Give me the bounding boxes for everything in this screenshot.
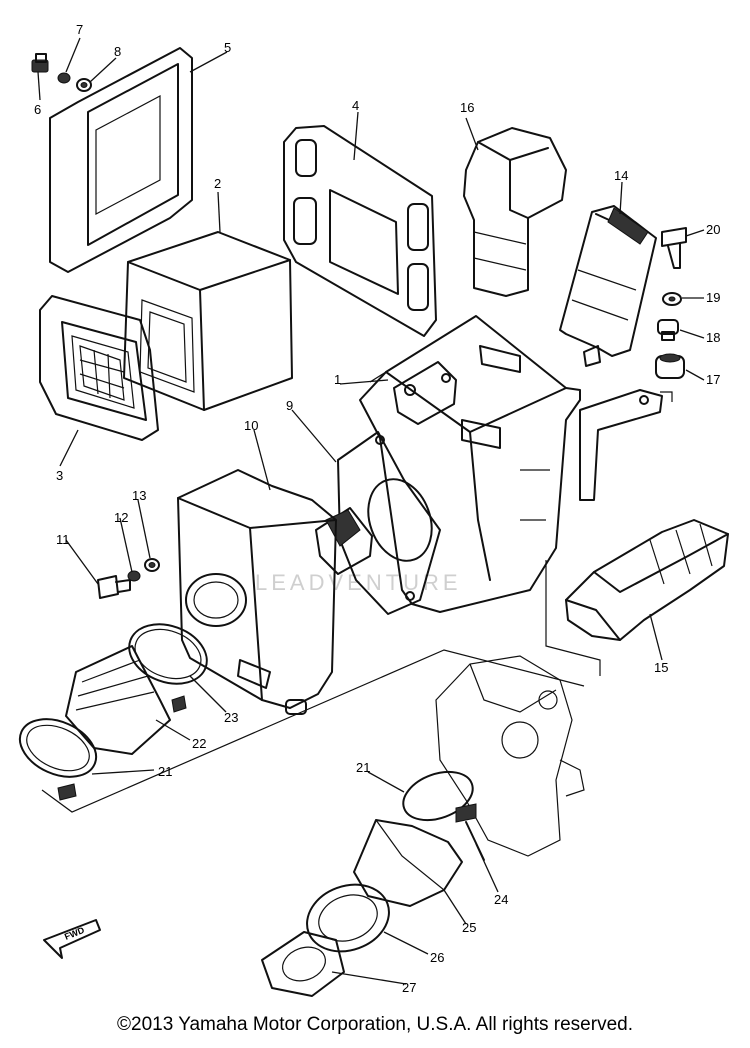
case-screw-and-washers <box>97 558 160 599</box>
assembly-boundary-lines <box>41 371 673 813</box>
air-box-cover <box>49 47 193 273</box>
rubber-joint <box>315 431 441 615</box>
callout-21-lower: 21 <box>356 760 370 775</box>
carburetor-outline <box>435 655 585 857</box>
air-box-gasket <box>283 125 437 337</box>
callout-21-upper: 21 <box>158 764 172 779</box>
callout-24: 24 <box>494 892 508 907</box>
watermark-text: LEADVENTURE <box>255 570 462 595</box>
filter-frame <box>39 295 159 441</box>
callout-14: 14 <box>614 168 628 183</box>
callout-27: 27 <box>402 980 416 995</box>
callout-5: 5 <box>224 40 231 55</box>
callout-23: 23 <box>224 710 238 725</box>
callout-19: 19 <box>706 290 720 305</box>
intake-joint-and-clamps-upper <box>18 623 208 801</box>
callout-25: 25 <box>462 920 476 935</box>
copyright-notice: ©2013 Yamaha Motor Corporation, U.S.A. A… <box>117 1014 633 1035</box>
callout-numbers: 5 7 8 6 2 4 16 14 20 19 18 17 1 9 10 3 1… <box>34 22 720 995</box>
air-filter-element <box>123 231 293 411</box>
callout-9: 9 <box>286 398 293 413</box>
filter-case <box>177 469 337 715</box>
callout-7: 7 <box>76 22 83 37</box>
breather-tube <box>559 205 657 367</box>
callout-4: 4 <box>352 98 359 113</box>
callout-3: 3 <box>56 468 63 483</box>
fwd-label: FWD <box>63 925 86 942</box>
forward-direction-arrow: FWD <box>43 919 101 959</box>
parts-diagram: LEADVENTURE <box>18 22 729 997</box>
callout-17: 17 <box>706 372 720 387</box>
callout-22: 22 <box>192 736 206 751</box>
callout-1: 1 <box>334 372 341 387</box>
callout-16: 16 <box>460 100 474 115</box>
intake-duct-lower <box>565 519 729 641</box>
intake-duct <box>463 127 567 297</box>
cover-bolt-and-washers <box>31 53 92 92</box>
callout-2: 2 <box>214 176 221 191</box>
callout-12: 12 <box>114 510 128 525</box>
callout-15: 15 <box>654 660 668 675</box>
air-box-case <box>359 315 663 613</box>
callout-26: 26 <box>430 950 444 965</box>
mount-hardware <box>655 227 687 379</box>
callout-8: 8 <box>114 44 121 59</box>
callout-10: 10 <box>244 418 258 433</box>
callout-11: 11 <box>56 532 70 547</box>
carburetor-joint-group <box>261 770 485 997</box>
callout-20: 20 <box>706 222 720 237</box>
leader-lines <box>37 37 705 985</box>
callout-18: 18 <box>706 330 720 345</box>
callout-6: 6 <box>34 102 41 117</box>
callout-13: 13 <box>132 488 146 503</box>
